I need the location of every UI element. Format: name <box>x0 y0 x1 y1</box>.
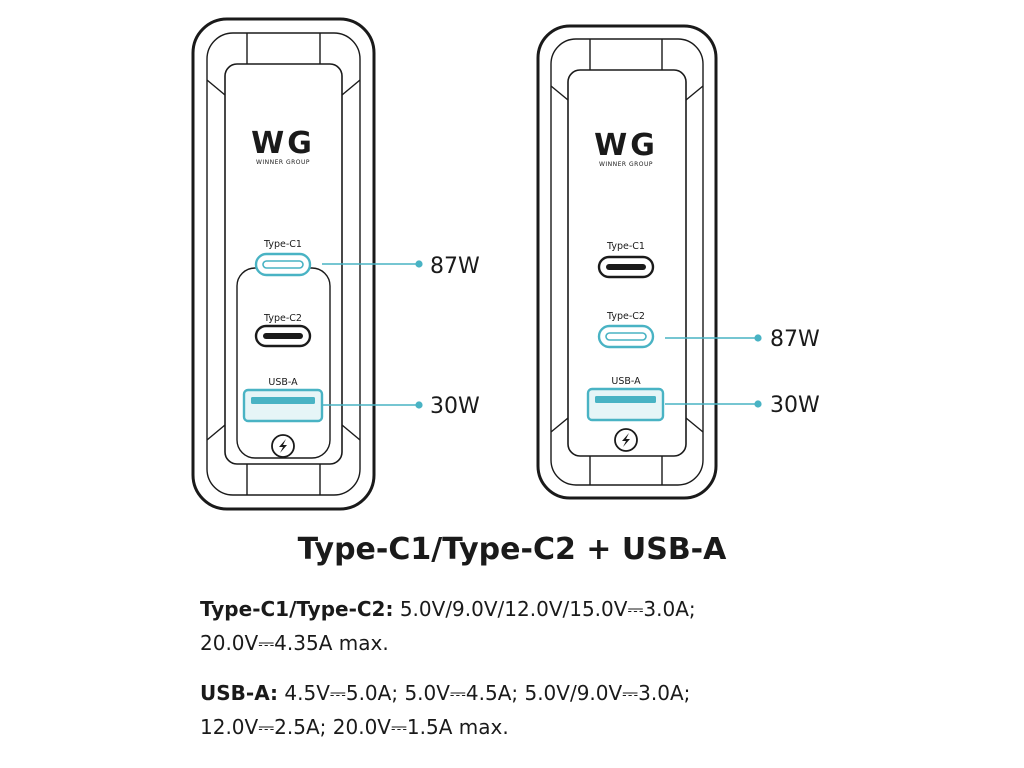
spec-type-c-values-1: 5.0V/9.0V/12.0V/15.0V⎓3.0A; <box>399 597 696 621</box>
spec-type-c: Type-C1/Type-C2: 5.0V/9.0V/12.0V/15.0V⎓3… <box>200 592 1000 660</box>
spec-type-c-values-2: 20.0V⎓4.35A max. <box>200 631 389 655</box>
port-label-type-c2-right: Type-C2 <box>606 311 645 322</box>
callout-87w-right: 87W <box>770 327 820 352</box>
logo-left: WG <box>251 126 315 161</box>
charger-right: WG WINNER GROUP Type-C1 Type-C2 USB-A 87… <box>536 24 820 500</box>
spec-type-c-label: Type-C1/Type-C2: <box>200 597 394 621</box>
port-label-type-c2-left: Type-C2 <box>263 313 302 324</box>
logo-right: WG <box>594 128 658 163</box>
port-label-usb-a-left: USB-A <box>268 377 298 388</box>
callout-30w-right: 30W <box>770 393 820 418</box>
spec-type-c-line1: Type-C1/Type-C2: 5.0V/9.0V/12.0V/15.0V⎓3… <box>200 592 1000 626</box>
logo-sub-left: WINNER GROUP <box>256 159 310 166</box>
usb-a-port-left <box>242 388 324 423</box>
usb-c-port-2-right <box>597 324 655 349</box>
charger-diagram: WG WINNER GROUP Type-C1 Type-C2 USB-A 87… <box>191 17 820 511</box>
callout-30w-left: 30W <box>430 394 480 419</box>
spec-usb-a-values-2: 12.0V⎓2.5A; 20.0V⎓1.5A max. <box>200 715 509 739</box>
spec-usb-a-values-1: 4.5V⎓5.0A; 5.0V⎓4.5A; 5.0V/9.0V⎓3.0A; <box>284 681 691 705</box>
port-label-type-c1-left: Type-C1 <box>263 239 302 250</box>
spec-usb-a-label: USB-A: <box>200 681 279 705</box>
usb-c-port-1-left <box>254 252 312 277</box>
port-label-type-c1-right: Type-C1 <box>606 241 645 252</box>
spec-usb-a: USB-A: 4.5V⎓5.0A; 5.0V⎓4.5A; 5.0V/9.0V⎓3… <box>200 676 1000 744</box>
lightning-icon <box>271 434 295 458</box>
lightning-icon <box>614 428 638 452</box>
port-label-usb-a-right: USB-A <box>611 376 641 387</box>
charger-left: WG WINNER GROUP Type-C1 Type-C2 USB-A 87… <box>191 17 480 511</box>
logo-sub-right: WINNER GROUP <box>599 161 653 168</box>
callout-87w-left: 87W <box>430 254 480 279</box>
usb-a-port-right <box>586 387 665 422</box>
spec-usb-a-line1: USB-A: 4.5V⎓5.0A; 5.0V⎓4.5A; 5.0V/9.0V⎓3… <box>200 676 1000 710</box>
config-heading: Type-C1/Type-C2 + USB-A <box>297 532 727 567</box>
